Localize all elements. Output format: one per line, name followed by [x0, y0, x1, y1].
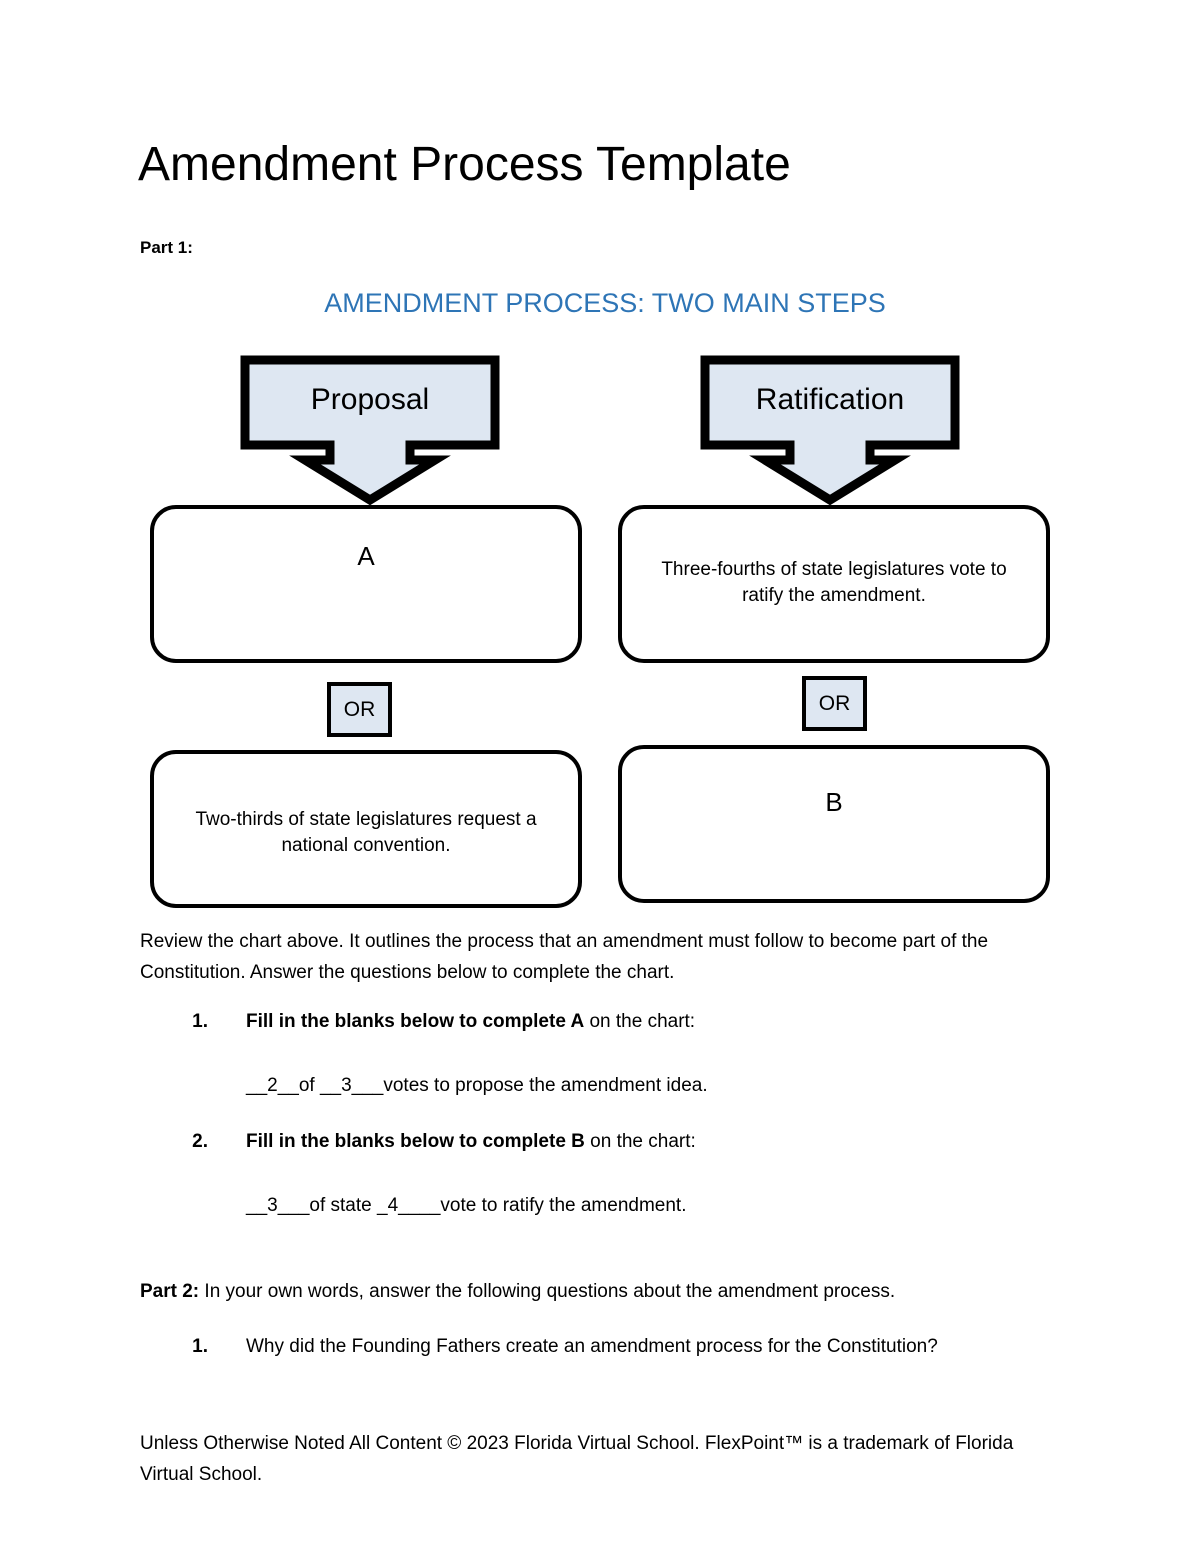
part1-question-2-suffix: on the chart:	[584, 1131, 696, 1152]
ratification-option-text: Three-fourths of state legislatures vote…	[661, 559, 1007, 606]
part2-question-1: 1. Why did the Founding Fathers create a…	[178, 1333, 1038, 1361]
part1-question-1-suffix: on the chart:	[584, 1011, 696, 1032]
part-2-label: Part 2:	[140, 1281, 200, 1302]
ratification-header-shape: Ratification	[700, 355, 960, 506]
part-2-intro: Part 2: In your own words, answer the fo…	[140, 1278, 1068, 1306]
proposal-option-a-box: A	[150, 505, 582, 663]
proposal-convention-box: Two-thirds of state legislatures request…	[150, 750, 582, 908]
part1-question-2-bold: complete B	[482, 1131, 585, 1152]
part1-question-1: 1. Fill in the blanks below to complete …	[178, 1008, 1038, 1036]
page-title: Amendment Process Template	[138, 138, 791, 191]
ratification-arrow-icon	[700, 355, 960, 506]
part1-question-2: 2. Fill in the blanks below to complete …	[178, 1128, 1038, 1156]
part-2-intro-text: In your own words, answer the following …	[199, 1281, 896, 1302]
part1-question-1-bold: complete A	[482, 1011, 585, 1032]
part1-question-2-text: Fill in the blanks below to complete B o…	[246, 1128, 1038, 1156]
ratification-label: Ratification	[755, 383, 905, 416]
footer-copyright: Unless Otherwise Noted All Content © 202…	[140, 1433, 1014, 1485]
ratification-option-b-box: B	[618, 745, 1050, 903]
part1-question-2-number: 2.	[192, 1131, 208, 1152]
part1-question-1-number: 1.	[192, 1011, 208, 1032]
proposal-arrow-icon	[240, 355, 500, 506]
chart-heading: AMENDMENT PROCESS: TWO MAIN STEPS	[324, 288, 886, 318]
part1-answer-2: __3___of state _4____vote to ratify the …	[246, 1195, 687, 1216]
right-or-connector: OR	[802, 676, 867, 731]
part1-question-1-prefix: Fill in the blanks below to	[246, 1011, 483, 1032]
left-or-label: OR	[343, 697, 376, 721]
proposal-option-a-letter: A	[357, 541, 375, 571]
proposal-label: Proposal	[310, 383, 430, 416]
chart-instructions-paragraph: Review the chart above. It outlines the …	[140, 931, 989, 983]
part2-question-1-text: Why did the Founding Fathers create an a…	[246, 1336, 938, 1357]
ratification-option-text-box: Three-fourths of state legislatures vote…	[618, 505, 1050, 663]
ratification-option-b-letter: B	[825, 787, 843, 817]
part-1-label: Part 1:	[140, 238, 193, 257]
left-or-connector: OR	[327, 682, 392, 737]
part2-question-1-number: 1.	[192, 1336, 208, 1357]
part1-question-2-prefix: Fill in the blanks below to	[246, 1131, 483, 1152]
part1-question-1-text: Fill in the blanks below to complete A o…	[246, 1008, 1038, 1036]
part1-answer-1: __2__of __3___votes to propose the amend…	[246, 1075, 708, 1096]
proposal-header-shape: Proposal	[240, 355, 500, 506]
proposal-convention-text: Two-thirds of state legislatures request…	[195, 809, 537, 856]
right-or-label: OR	[818, 691, 851, 715]
